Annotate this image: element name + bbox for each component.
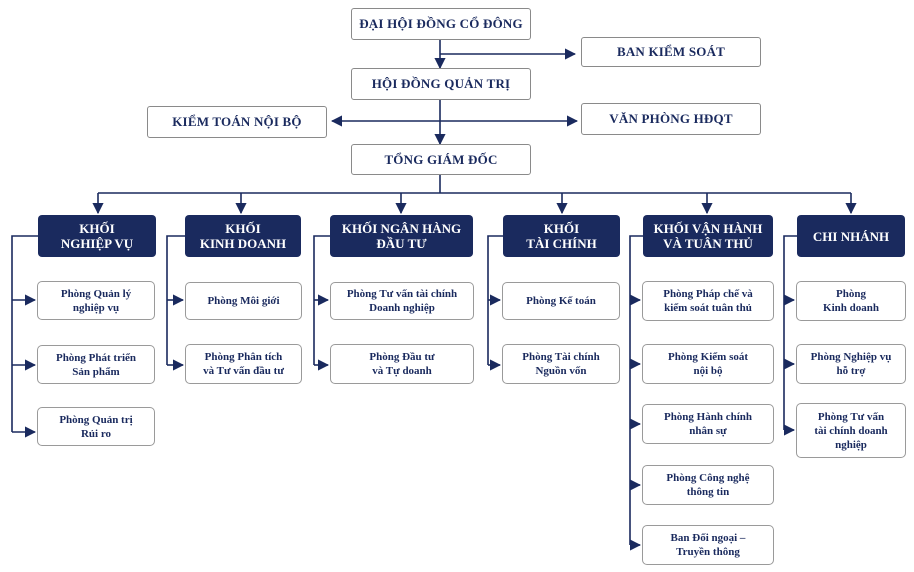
division-investment-banking: KHỐI NGÂN HÀNG ĐẦU TƯ — [330, 215, 473, 257]
dept-operations-management: Phòng Quản lý nghiệp vụ — [37, 281, 155, 320]
dept-treasury: Phòng Tài chính Nguồn vốn — [502, 344, 620, 384]
internal-audit-box: KIỂM TOÁN NỘI BỘ — [147, 106, 327, 138]
dept-corporate-finance-advisory: Phòng Tư vấn tài chính Doanh nghiệp — [330, 282, 474, 320]
board-of-directors-box: HỘI ĐỒNG QUẢN TRỊ — [351, 68, 531, 100]
ceo-box: TỔNG GIÁM ĐỐC — [351, 144, 531, 175]
dept-product-development: Phòng Phát triển Sản phẩm — [37, 345, 155, 384]
dept-brokerage: Phòng Môi giới — [185, 282, 302, 320]
dept-hr-admin: Phòng Hành chính nhân sự — [642, 404, 774, 444]
dept-it: Phòng Công nghệ thông tin — [642, 465, 774, 505]
dept-branch-business: Phòng Kinh doanh — [796, 281, 906, 321]
dept-public-relations: Ban Đối ngoại – Truyền thông — [642, 525, 774, 565]
dept-risk-management: Phòng Quản trị Rủi ro — [37, 407, 155, 446]
dept-branch-support: Phòng Nghiệp vụ hỗ trợ — [796, 344, 906, 384]
dept-investment-proprietary: Phòng Đầu tư và Tự doanh — [330, 344, 474, 384]
division-business: KHỐI KINH DOANH — [185, 215, 301, 257]
shareholders-box: ĐẠI HỘI ĐỒNG CỔ ĐÔNG — [351, 8, 531, 40]
dept-research-advisory: Phòng Phân tích và Tư vấn đầu tư — [185, 344, 302, 384]
supervisory-board-box: BAN KIỂM SOÁT — [581, 37, 761, 67]
division-branch: CHI NHÁNH — [797, 215, 905, 257]
dept-branch-corporate-advisory: Phòng Tư vấn tài chính doanh nghiệp — [796, 403, 906, 458]
dept-internal-control: Phòng Kiểm soát nội bộ — [642, 344, 774, 384]
division-finance: KHỐI TÀI CHÍNH — [503, 215, 620, 257]
dept-accounting: Phòng Kế toán — [502, 282, 620, 320]
division-operations-compliance: KHỐI VẬN HÀNH VÀ TUÂN THỦ — [643, 215, 773, 257]
board-office-box: VĂN PHÒNG HĐQT — [581, 103, 761, 135]
division-operations: KHỐI NGHIỆP VỤ — [38, 215, 156, 257]
dept-legal-compliance: Phòng Pháp chế và kiểm soát tuân thủ — [642, 281, 774, 321]
